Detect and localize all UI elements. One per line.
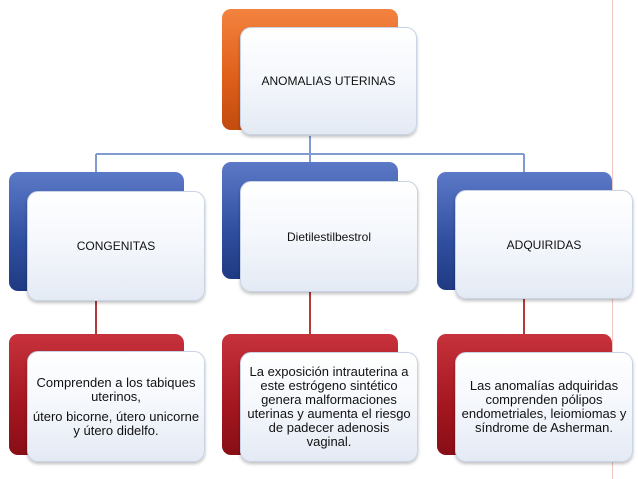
root-node: ANOMALIAS UTERINAS [240, 27, 417, 135]
dietilestilbestrol-label: Dietilestilbestrol [286, 230, 372, 244]
congenitas-label: CONGENITAS [76, 239, 156, 253]
adquiridas-detail: Las anomalías adquiridas comprenden póli… [455, 352, 633, 462]
congenitas-node: CONGENITAS [27, 191, 205, 301]
congenitas-detail-line-2: útero bicorne, útero unicorne y útero di… [32, 408, 200, 438]
adquiridas-node: ADQUIRIDAS [455, 190, 633, 299]
root-label: ANOMALIAS UTERINAS [261, 74, 396, 88]
dietilestilbestrol-detail: La exposición intrauterina a este estróg… [240, 352, 418, 462]
adquiridas-detail-text: Las anomalías adquiridas comprenden póli… [461, 378, 627, 435]
dietilestilbestrol-node: Dietilestilbestrol [240, 181, 418, 292]
dietilestilbestrol-detail-text: La exposición intrauterina a este estróg… [247, 364, 411, 449]
adquiridas-label: ADQUIRIDAS [506, 237, 582, 252]
congenitas-detail-line-1: Comprenden a los tabiques uterinos, [36, 374, 196, 404]
congenitas-detail: Comprenden a los tabiques uterinos, úter… [27, 351, 205, 462]
